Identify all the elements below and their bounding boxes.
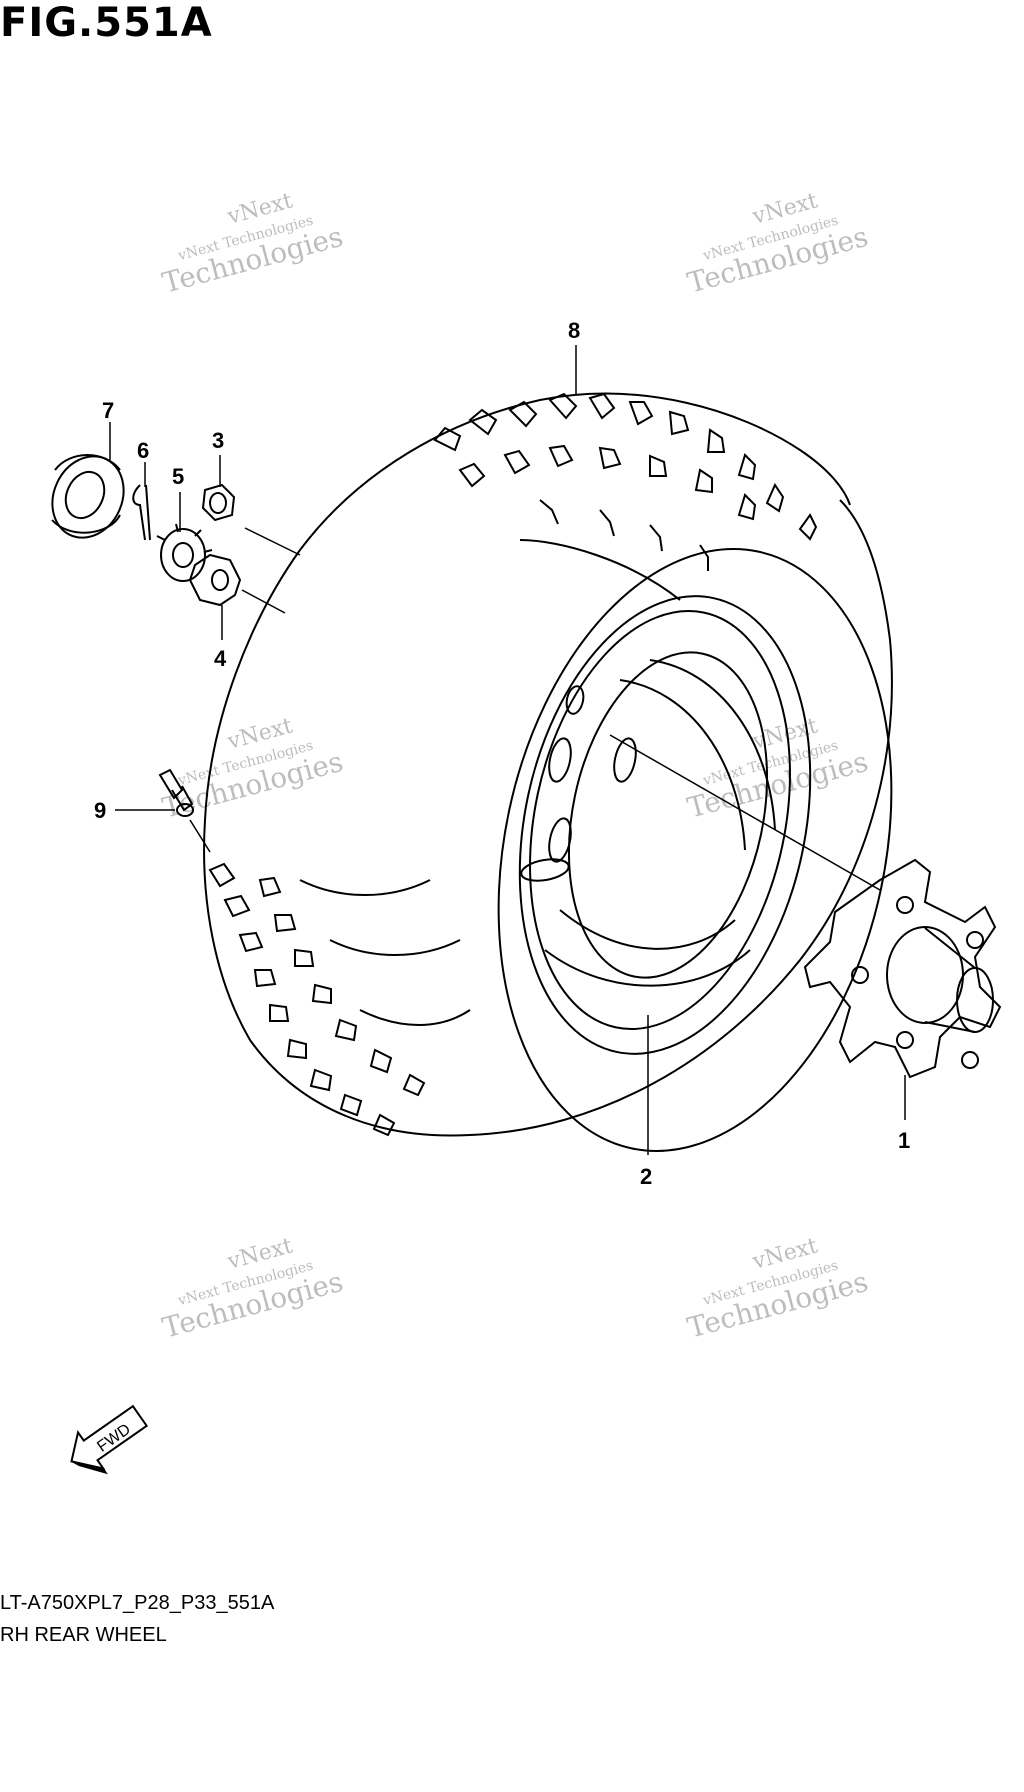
fwd-arrow-shadow (71, 1449, 106, 1486)
callout-7[interactable]: 7 (102, 398, 114, 423)
tire-top-arc (300, 394, 850, 550)
lug-hole (546, 816, 575, 863)
hub-stud (967, 932, 983, 948)
callout-5[interactable]: 5 (172, 464, 184, 489)
valve-stem-drawing (160, 770, 193, 816)
hub-stud (897, 897, 913, 913)
hub-stud (897, 1032, 913, 1048)
castle-nut-inner (173, 543, 193, 567)
hub-stud (852, 967, 868, 983)
leader-lines (110, 345, 905, 1155)
hub-stud (962, 1052, 978, 1068)
castle-nut-outer (161, 529, 205, 581)
callout-9[interactable]: 9 (94, 798, 106, 823)
rim-inner (494, 587, 827, 1054)
cotter-pin (133, 485, 150, 540)
lug-hole (564, 685, 585, 716)
callout-2[interactable]: 2 (640, 1164, 652, 1189)
hub-flange (805, 860, 1000, 1077)
rim-groove-1 (620, 680, 745, 850)
callout-numbers: 8 7 6 5 3 4 9 1 2 (94, 318, 910, 1189)
leader-line-9-to-tire (190, 820, 210, 852)
wheel-cap-inner (59, 466, 112, 525)
rim-outer (480, 569, 850, 1081)
axle-nut-hex (203, 485, 234, 520)
fwd-direction-arrow: FWD (60, 1398, 156, 1486)
valve-stem (160, 770, 192, 810)
callout-8[interactable]: 8 (568, 318, 580, 343)
tire-sidewall (446, 512, 945, 1188)
tire-tread-top (435, 394, 816, 600)
leader-line-hub (610, 735, 880, 890)
tire-tread-bottom (210, 864, 470, 1135)
tire-outer-outline (204, 500, 892, 1136)
washer-drawing (190, 555, 240, 605)
castle-nut-drawing (157, 524, 212, 581)
fwd-arrow-shape (60, 1398, 152, 1481)
rim-dish (541, 634, 795, 996)
tire-drawing (204, 394, 944, 1188)
figure-title: FIG.551A (0, 0, 213, 46)
watermark-top-left: vNext vNext Technologies Technologies (159, 188, 347, 299)
lug-hole (546, 736, 575, 783)
lug-hole (611, 736, 640, 783)
valve-stem-base (177, 804, 193, 816)
watermark-bottom-right: vNext vNext Technologies Technologies (684, 1233, 872, 1344)
leader-line-4-to-tire (242, 590, 285, 613)
wheel-cap-drawing (39, 445, 136, 550)
castle-nut-slots (157, 524, 212, 552)
callout-6[interactable]: 6 (137, 438, 149, 463)
hub-spindle-body (925, 928, 975, 1032)
rim-groove-4 (650, 660, 775, 830)
watermark-bottom-left: vNext vNext Technologies Technologies (159, 1233, 347, 1344)
watermark-group: vNext vNext Technologies Technologies vN… (159, 188, 872, 1344)
rim-groove-3 (545, 950, 750, 986)
wheel-cap-outer (39, 445, 136, 550)
hub-center-boss (887, 927, 963, 1023)
axle-nut-bore (210, 493, 226, 513)
lug-hole (520, 856, 571, 884)
washer-bore (212, 570, 228, 590)
wheel-cap-rim (52, 455, 120, 533)
cotter-pin-drawing (133, 485, 150, 540)
axle-nut-drawing (203, 485, 234, 520)
callout-1[interactable]: 1 (898, 1128, 910, 1153)
rim-groove-2 (560, 910, 735, 949)
drawing-name: RH REAR WHEEL (0, 1624, 167, 1646)
callout-3[interactable]: 3 (212, 428, 224, 453)
watermark-top-right: vNext vNext Technologies Technologies (684, 188, 872, 299)
washer-outline (190, 555, 240, 605)
callout-4[interactable]: 4 (214, 646, 227, 671)
drawing-code: LT-A750XPL7_P28_P33_551A (0, 1592, 275, 1614)
leader-line-3-to-tire (245, 528, 300, 555)
wheel-hub-drawing (805, 860, 1000, 1077)
